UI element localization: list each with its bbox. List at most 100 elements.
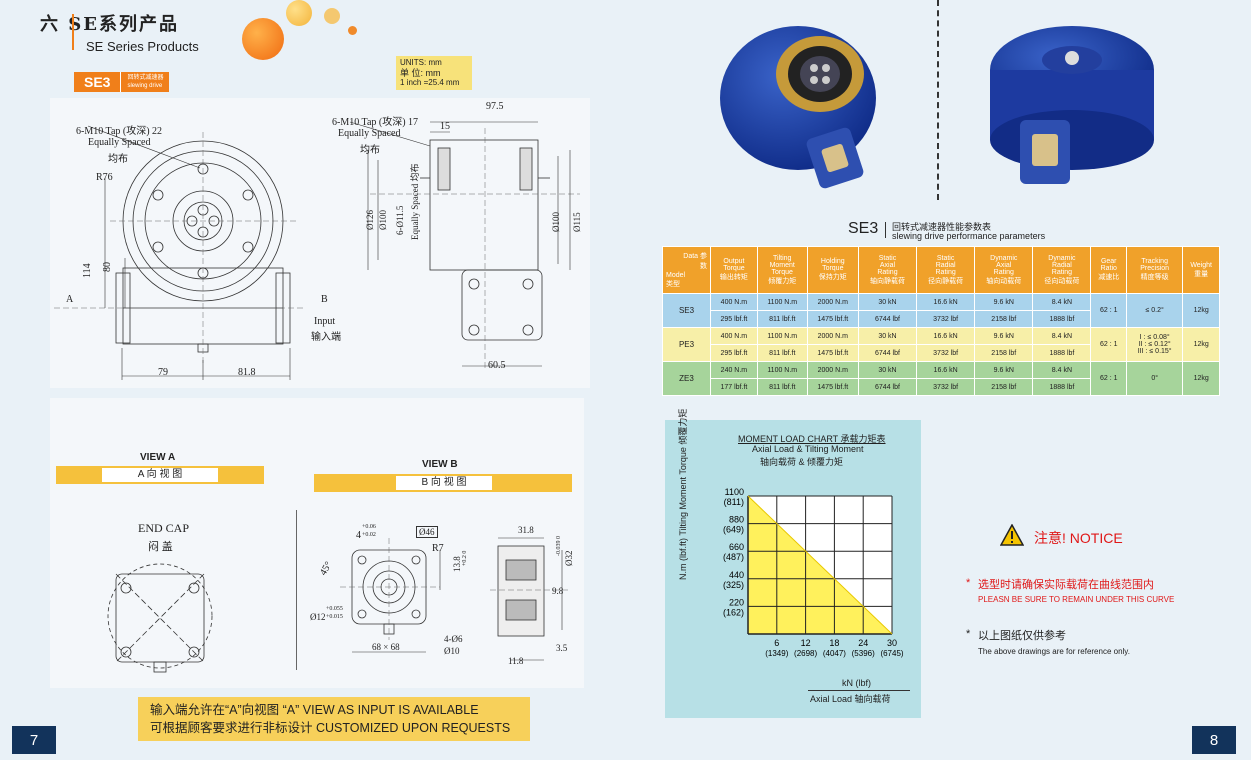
view-b-title: VIEW B <box>422 459 458 470</box>
bottom-note-line2: 可根据顾客要求进行非标设计 CUSTOMIZED UPON REQUESTS <box>150 721 511 735</box>
table-header-text: Radial <box>1051 261 1072 269</box>
table-cell: 16.6 kN <box>916 327 976 345</box>
chart-xlabel-line <box>808 690 910 691</box>
table-cell: 3732 lbf <box>916 344 976 362</box>
chart-ylabel: N.m (lbf.ft) Tilting Moment Torque 倾覆力矩 <box>678 408 688 580</box>
view-b-32: Ø32 <box>564 550 574 567</box>
table-cell: 1475 lbf.ft <box>806 378 859 396</box>
table-cell: 30 kN <box>857 361 918 379</box>
side-15-label: 15 <box>440 121 450 132</box>
table-header-text: Static <box>936 254 955 262</box>
table-precision-cell: 0° <box>1125 361 1184 396</box>
view-b-318: 31.8 <box>518 525 534 535</box>
chart-x-tick-label: 30 <box>887 638 897 648</box>
chart-y-tick-sublabel: (325) <box>723 580 744 590</box>
header-divider <box>72 14 74 50</box>
view-b-tol4b: +0.02 <box>362 532 376 538</box>
view-b-drawing <box>340 537 570 661</box>
header-logo: 六 SE系列产品 <box>40 10 179 36</box>
view-b-tol138: +0.2 0 <box>462 550 468 566</box>
table-corner-cell: Data 参数 Model 类型 <box>662 246 711 294</box>
table-cell: 3732 lbf <box>916 310 976 328</box>
table-header-text: Rating <box>877 268 898 276</box>
view-a-band: A 向 视 图 <box>56 466 264 484</box>
table-cell: 1100 N.m <box>756 293 808 311</box>
model-desc-cn: 回转式减速器 <box>127 75 164 81</box>
notice-bullet2: * <box>966 628 971 640</box>
table-cell: 400 N.m <box>710 327 758 345</box>
table-ratio-cell: 62 : 1 <box>1090 361 1127 396</box>
table-cell: 6744 lbf <box>857 310 918 328</box>
chart-x-tick-label: 18 <box>829 638 839 648</box>
page-divider-dashed <box>937 0 939 200</box>
table-header-text: Tracking <box>1141 258 1168 265</box>
table-cell: 1475 lbf.ft <box>806 310 859 328</box>
table-precision-text: 0° <box>1151 375 1159 382</box>
table-weight-cell: 12kg <box>1182 293 1220 328</box>
table-header-text: 径向动载荷 <box>1044 277 1080 285</box>
side-equally-label: Equally Spaced <box>338 128 401 139</box>
view-b-118: 11.8 <box>508 656 524 666</box>
page-number-left: 7 <box>12 726 56 754</box>
table-header-text: 减速比 <box>1098 274 1120 281</box>
table-header-text: Axial <box>996 261 1012 269</box>
view-b-10: Ø10 <box>444 646 460 656</box>
chart-x-tick-sublabel: (4047) <box>823 649 846 658</box>
side-975-label: 97.5 <box>486 101 504 112</box>
front-input-label: Input <box>314 316 336 327</box>
product-image-back <box>990 26 1154 184</box>
table-header-text: Precision <box>1140 265 1170 272</box>
front-b-label: B <box>321 294 328 305</box>
chart-x-tick-label: 6 <box>774 638 779 648</box>
view-b-35: 3.5 <box>556 643 568 653</box>
chart-subtitle1: Axial Load & Tilting Moment <box>752 444 864 454</box>
table-cell: 1475 lbf.ft <box>806 344 859 362</box>
view-a-title: VIEW A <box>140 452 176 463</box>
chart-y-tick-label: 440 <box>729 570 744 580</box>
front-114-label: 114 <box>82 263 93 278</box>
table-cell: 400 N.m <box>710 293 758 311</box>
chart-x-tick-sublabel: (2698) <box>794 649 817 658</box>
table-header-text: Torque <box>723 265 745 272</box>
table-cell: 6744 lbf <box>857 344 918 362</box>
notice-cn2: 以上图纸仅供参考 <box>978 630 1066 642</box>
table-model-cell: ZE3 <box>662 361 711 396</box>
units-line1: UNITS: mm <box>400 58 442 67</box>
table-cell: 1888 lbf <box>1032 310 1092 328</box>
table-header-text: 保持力矩 <box>818 274 847 281</box>
table-header-text: Output <box>723 258 745 265</box>
view-b-46: Ø46 <box>416 526 438 538</box>
table-cell: 2000 N.m <box>806 361 859 379</box>
table-corner-top: Data 参数 <box>683 253 707 270</box>
model-desc-en: slewing drive <box>127 83 163 89</box>
table-precision-text: ≤ 0.2° <box>1145 307 1164 314</box>
side-126-label: Ø126 <box>365 210 375 230</box>
table-cell: 16.6 kN <box>916 293 976 311</box>
table-header-text: Rating <box>935 268 956 276</box>
table-header-text: Dynamic <box>990 254 1018 262</box>
table-header-text: Rating <box>1051 268 1073 276</box>
table-cell: 8.4 kN <box>1032 361 1092 379</box>
table-cell: 16.6 kN <box>916 361 976 379</box>
table-title-model: SE3 <box>848 220 879 237</box>
front-tap-label: 6-M10 Tap (攻深) 22 <box>76 126 163 137</box>
table-header-text: 精度等级 <box>1140 274 1169 281</box>
side-605-label: 60.5 <box>488 360 506 371</box>
side-eq-vert-label: Equally Spaced 均布 <box>410 163 420 240</box>
view-b-4: 4 <box>356 530 361 541</box>
table-header-text: Dynamic <box>1048 254 1076 262</box>
chart-curve-line <box>747 495 893 635</box>
table-header-text: Axial <box>879 261 896 269</box>
view-b-12: Ø12 <box>310 612 326 622</box>
front-a-label: A <box>66 294 74 305</box>
table-ratio-cell: 62 : 1 <box>1090 293 1127 328</box>
table-precision-cell: I : ≤ 0.08°II : ≤ 0.12°III : ≤ 0.15° <box>1125 327 1184 362</box>
side-tap-label: 6-M10 Tap (攻深) 17 <box>332 117 419 128</box>
view-a-cn: A 向 视 图 <box>102 468 218 482</box>
table-cell: 30 kN <box>857 327 918 345</box>
